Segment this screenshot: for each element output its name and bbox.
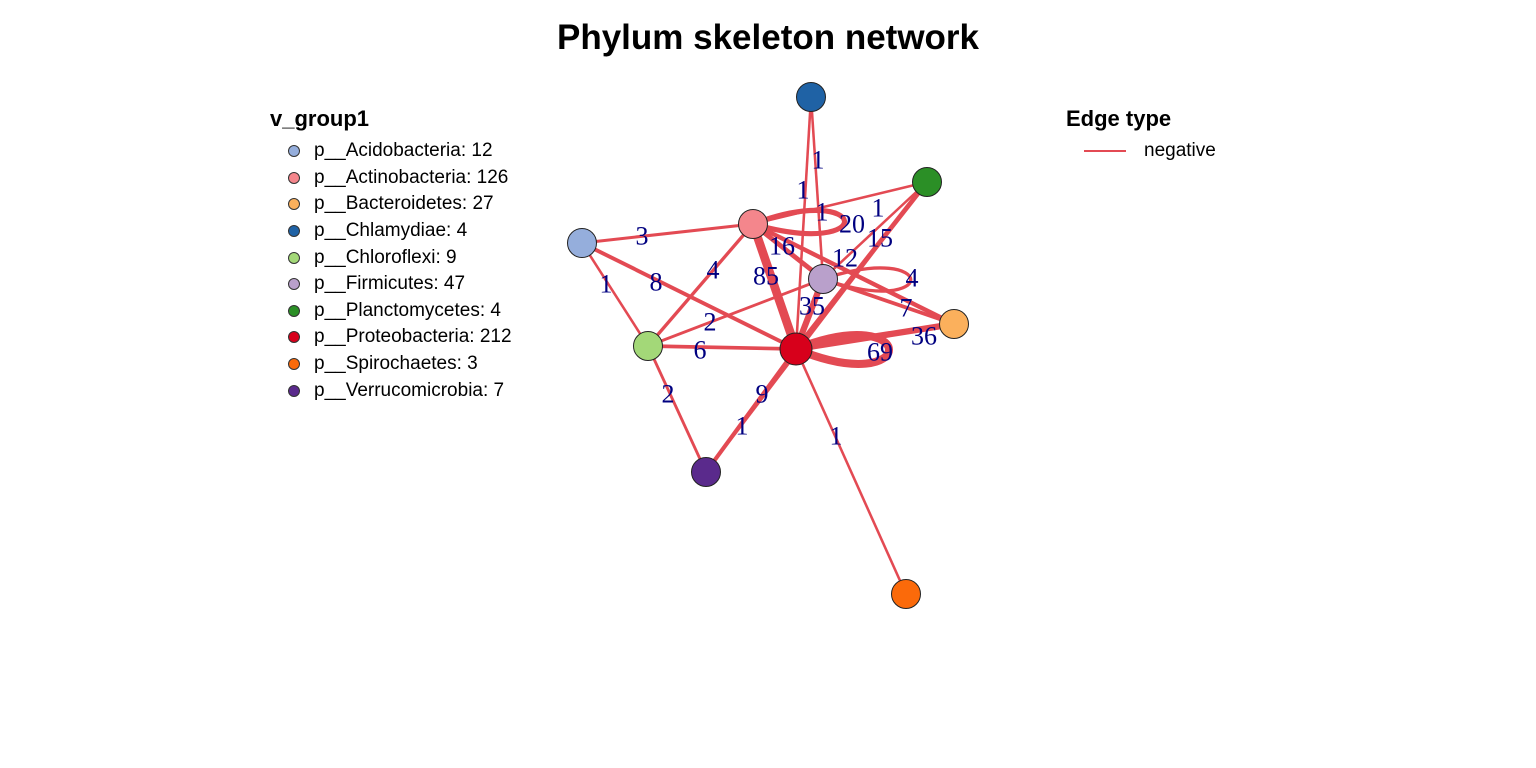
node-legend-item: p__Planctomycetes: 4 [270,298,512,325]
edge-weight-label: 1 [797,176,810,205]
node-proteobacteria[interactable] [779,332,813,366]
node-legend: v_group1 p__Acidobacteria: 12 p__Actinoba… [270,106,512,404]
edge-weight-label: 16 [769,232,795,261]
edge-weight-label: 35 [799,292,825,321]
edge-weight-label: 9 [756,380,769,409]
edge-weight-label: 2 [662,380,675,409]
edge-legend-label: negative [1144,140,1216,162]
legend-label: p__Bacteroidetes: 27 [314,193,494,215]
legend-color-dot [288,278,300,291]
edge-weight-label: 1 [830,422,843,451]
legend-color-dot [288,251,300,264]
edge-actinobacteria-proteobacteria [748,222,801,351]
node-planctomycetes[interactable] [912,167,942,197]
legend-color-dot [288,358,300,371]
edge-acidobacteria-actinobacteria [581,222,754,245]
legend-label: p__Spirochaetes: 3 [314,353,478,375]
edge-weight-label: 4 [906,264,919,293]
legend-label: p__Acidobacteria: 12 [314,140,493,162]
edge-chloroflexi-firmicutes [647,277,824,348]
edge-weight-label: 12 [832,244,858,273]
node-chlamydiae[interactable] [796,82,826,112]
edge-firmicutes-firmicutes [822,266,913,293]
legend-color-dot [288,145,300,158]
edge-acidobacteria-chloroflexi [580,242,650,347]
edge-weight-label: 36 [911,322,937,351]
edge-actinobacteria-chloroflexi [646,222,755,348]
node-legend-item: p__Bacteroidetes: 27 [270,191,512,218]
legend-label: p__Chloroflexi: 9 [314,246,457,268]
edge-weight-label: 1 [816,198,829,227]
legend-label: p__Proteobacteria: 212 [314,326,512,348]
edge-chlamydiae-firmicutes [809,96,825,280]
edge-legend-title: Edge type [1066,106,1172,131]
edge-weight-label: 8 [650,268,663,297]
edge-chloroflexi-proteobacteria [647,344,797,351]
legend-color-dot [288,225,300,238]
legend-label: p__Chlamydiae: 4 [314,220,468,242]
edge-weight-label: 1 [812,146,825,175]
legend-color-dot [288,384,300,397]
node-acidobacteria[interactable] [567,228,597,258]
edge-weight-label: 1 [872,194,885,223]
edge-legend-item: negative [1066,138,1216,165]
edge-chloroflexi-verrucomicrobia [646,345,708,473]
edge-weight-label: 4 [707,256,720,285]
edge-planctomycetes-firmicutes [822,181,928,280]
edge-proteobacteria-proteobacteria [794,331,893,368]
edge-weight-label: 1 [600,270,613,299]
edge-weight-label: 85 [753,262,779,291]
node-legend-item: p__Actinobacteria: 126 [270,165,512,192]
node-legend-item: p__Verrucomicrobia: 7 [270,377,512,404]
figure-title: Phylum skeleton network [556,18,980,57]
edge-chlamydiae-proteobacteria [794,96,813,350]
node-legend-item: p__Proteobacteria: 212 [270,324,512,351]
edge-firmicutes-bacteroidetes [822,277,955,326]
edge-weight-label: 69 [867,338,893,367]
node-legend-item: p__Firmicutes: 47 [270,271,512,298]
node-legend-title: v_group1 [270,106,370,131]
node-legend-item: p__Acidobacteria: 12 [270,138,512,165]
node-legend-item: p__Spirochaetes: 3 [270,351,512,378]
edge-weight-label: 1 [736,412,749,441]
node-legend-item: p__Chloroflexi: 9 [270,244,512,271]
edge-weight-label: 6 [694,336,707,365]
node-legend-item: p__Chlamydiae: 4 [270,218,512,245]
legend-label: p__Planctomycetes: 4 [314,299,501,321]
legend-label: p__Firmicutes: 47 [314,273,466,295]
edge-verrucomicrobia-planctomycetes [704,181,929,473]
edge-weight-label: 2 [704,308,717,337]
legend-color-dot [288,171,300,184]
negative-edge-swatch [1084,150,1126,153]
legend-label: p__Actinobacteria: 126 [314,166,509,188]
legend-color-dot [288,198,300,211]
legend-color-dot [288,304,300,317]
edge-actinobacteria-actinobacteria [752,207,848,237]
node-bacteroidetes[interactable] [939,309,969,339]
edge-weight-label: 7 [900,294,913,323]
legend-label: p__Verrucomicrobia: 7 [314,379,505,401]
edge-weight-label: 15 [867,224,893,253]
node-verrucomicrobia[interactable] [691,457,721,487]
edge-weight-label: 20 [839,210,865,239]
legend-color-dot [288,331,300,344]
edge-weight-label: 3 [636,222,649,251]
edge-legend: Edge type negative [1066,106,1216,165]
node-firmicutes[interactable] [808,264,838,294]
edge-proteobacteria-spirochaetes [794,348,908,595]
node-actinobacteria[interactable] [738,209,768,239]
node-spirochaetes[interactable] [891,579,921,609]
node-chloroflexi[interactable] [633,331,663,361]
